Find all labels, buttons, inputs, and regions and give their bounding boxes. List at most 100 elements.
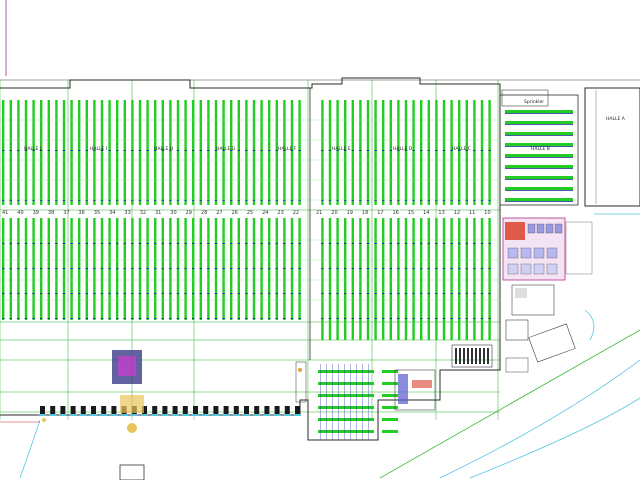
aisle-number: 25	[247, 210, 253, 216]
rack-beam	[108, 200, 111, 201]
rack-beam	[505, 124, 573, 125]
dock-leveler	[161, 414, 169, 416]
rack-beam	[298, 318, 301, 319]
dock-leveler	[283, 414, 291, 416]
rack-beam	[350, 364, 351, 440]
rack-beam	[326, 364, 327, 440]
rack-column	[344, 218, 347, 340]
office-desk	[533, 263, 545, 275]
office-desk	[463, 348, 465, 364]
rack-beam	[131, 318, 134, 319]
roof-outline	[0, 77, 501, 89]
rack-column	[465, 100, 468, 205]
dock-leveler	[151, 414, 159, 416]
rack-beam	[397, 293, 400, 294]
dock-door	[244, 406, 249, 414]
dock-leveler	[263, 414, 271, 416]
rack-beam	[9, 318, 12, 319]
rack-row	[382, 406, 398, 409]
rack-beam	[131, 243, 134, 244]
rack-beam	[161, 200, 164, 201]
rack-beam	[47, 293, 50, 294]
rack-beam	[328, 200, 332, 201]
rack-beam	[17, 293, 20, 294]
rack-beam	[78, 150, 81, 151]
rack-beam	[237, 293, 240, 294]
dock-door	[284, 406, 290, 414]
rack-beam	[321, 243, 324, 244]
rack-beam	[70, 268, 73, 269]
rack-column	[176, 100, 180, 205]
rack-beam	[328, 318, 332, 319]
rack-zone-halle-b	[505, 110, 573, 202]
rack-beam	[260, 318, 263, 319]
rack-beam	[214, 318, 218, 319]
rack-beam	[450, 268, 453, 269]
rack-beam	[192, 318, 195, 319]
dock-door	[203, 406, 209, 414]
perimeter-wall	[0, 88, 501, 441]
rack-beam	[488, 268, 491, 269]
rack-row	[505, 165, 573, 168]
dock-leveler	[192, 414, 199, 416]
dock-door	[111, 406, 117, 414]
office-annex	[451, 89, 593, 373]
dock-leveler	[59, 414, 67, 416]
rack-beam	[9, 150, 12, 151]
rack-beam	[192, 150, 195, 151]
rack-beam	[397, 243, 400, 244]
rack-beam	[17, 318, 20, 319]
office-desk	[487, 348, 489, 364]
rack-row	[382, 430, 398, 433]
rack-beam	[366, 200, 370, 201]
rack-beam	[85, 150, 88, 151]
rack-beam	[192, 200, 195, 201]
rack-row	[505, 110, 573, 113]
rack-beam	[161, 318, 164, 319]
rack-column	[321, 100, 324, 205]
rack-beam	[480, 243, 484, 244]
rack-column	[268, 100, 271, 205]
rack-column	[169, 100, 172, 205]
rack-column	[336, 100, 339, 205]
rack-column	[366, 100, 370, 205]
rack-beam	[47, 243, 50, 244]
rack-beam	[245, 243, 248, 244]
rack-column	[55, 100, 58, 205]
rack-beam	[169, 243, 172, 244]
rack-beam	[55, 150, 58, 151]
office-room	[515, 288, 527, 298]
rack-beam	[465, 268, 468, 269]
machine-block	[120, 395, 144, 413]
rack-beam	[93, 150, 96, 151]
rack-beam	[199, 268, 202, 269]
rack-column	[93, 100, 96, 205]
office-desk	[533, 247, 545, 259]
rack-column	[100, 100, 104, 205]
dock-leveler	[120, 414, 128, 416]
rack-beam	[184, 293, 187, 294]
rack-column	[473, 100, 476, 205]
rack-beam	[176, 318, 180, 319]
rack-beam	[252, 318, 256, 319]
rack-column	[9, 100, 12, 205]
rack-column	[435, 218, 438, 340]
stair-block	[295, 361, 307, 403]
rack-column	[62, 100, 66, 205]
rack-row	[318, 394, 374, 397]
rack-beam	[435, 318, 438, 319]
rack-beam	[260, 150, 263, 151]
hall-label-f: HALLE F	[278, 146, 297, 152]
aisle-number: 23	[277, 210, 283, 216]
office-desk	[479, 348, 481, 364]
rack-beam	[412, 200, 415, 201]
aisle-number: 22	[293, 210, 299, 216]
dock-door	[172, 406, 178, 414]
rack-beam	[32, 200, 35, 201]
hall-label-b: HALLE B	[531, 146, 550, 152]
rack-beam	[427, 293, 430, 294]
office-desk	[554, 223, 563, 234]
rack-beam	[374, 243, 377, 244]
rack-beam	[505, 157, 573, 158]
rack-beam	[374, 200, 377, 201]
